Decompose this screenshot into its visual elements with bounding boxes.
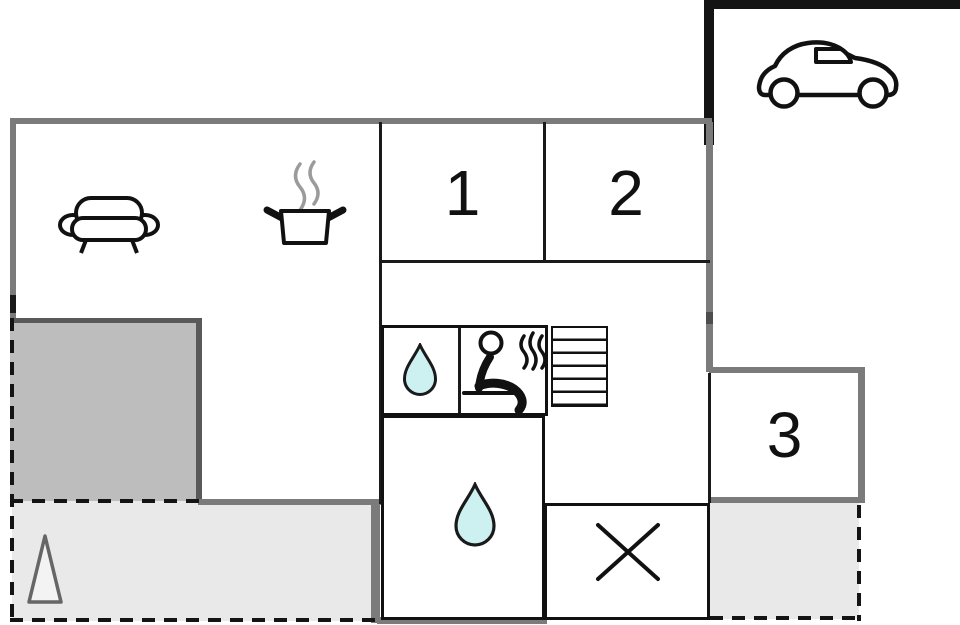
exterior-wall-left xyxy=(10,118,16,318)
sofa-icon xyxy=(58,196,160,254)
bedroom3-wall-bottom xyxy=(710,497,860,503)
exterior-wall-top xyxy=(10,118,712,124)
bedroom3-wall-top xyxy=(709,367,865,373)
bedroom-3: 3 xyxy=(711,373,858,497)
water-drop-icon xyxy=(402,343,438,396)
bedroom3-wall-right xyxy=(858,367,865,503)
exterior-wall-right xyxy=(706,122,713,372)
balcony-dark-area xyxy=(10,318,202,502)
stairs-icon xyxy=(551,326,608,407)
bedroom-2-label: 2 xyxy=(608,156,644,229)
bedroom-1-label: 1 xyxy=(444,156,481,229)
bedroom-3-label: 3 xyxy=(766,399,803,471)
bathroom-wall-bottom xyxy=(377,617,547,624)
utility-room xyxy=(544,503,710,620)
terrace-wall-mid xyxy=(198,499,385,505)
bedroom-2: 2 xyxy=(546,124,706,261)
shower-room-divider xyxy=(458,328,461,413)
interior-wall-center-column xyxy=(379,122,382,504)
door-tick-left-wall xyxy=(10,295,16,313)
cooking-pot-icon xyxy=(263,160,347,245)
window-tick-right-wall xyxy=(706,312,713,324)
terrace-dashed-border-left xyxy=(10,318,14,623)
car-icon xyxy=(756,40,899,109)
terrace-dashed-border-right xyxy=(857,505,861,621)
interior-wall-hall-top xyxy=(380,260,710,263)
terrace-dashed-border-bottom-left xyxy=(10,618,378,622)
terrace-left xyxy=(12,501,378,621)
terrace-dashed-border-mid xyxy=(10,499,202,503)
terrace-right xyxy=(710,503,859,619)
water-drop-icon-large xyxy=(454,482,496,547)
terrace-dashed-border-bottom-right xyxy=(710,616,860,620)
carport-wall-left xyxy=(704,0,714,145)
tree-icon xyxy=(27,534,63,604)
sauna-person-icon xyxy=(462,330,545,413)
interior-wall-bedroom3-left xyxy=(708,373,711,503)
interior-wall-bedroom-divider xyxy=(543,122,546,263)
carport-wall-top xyxy=(704,0,960,9)
x-cross-icon xyxy=(596,523,660,581)
bathroom-wall-left xyxy=(371,503,380,623)
bedroom-1: 1 xyxy=(382,124,543,261)
